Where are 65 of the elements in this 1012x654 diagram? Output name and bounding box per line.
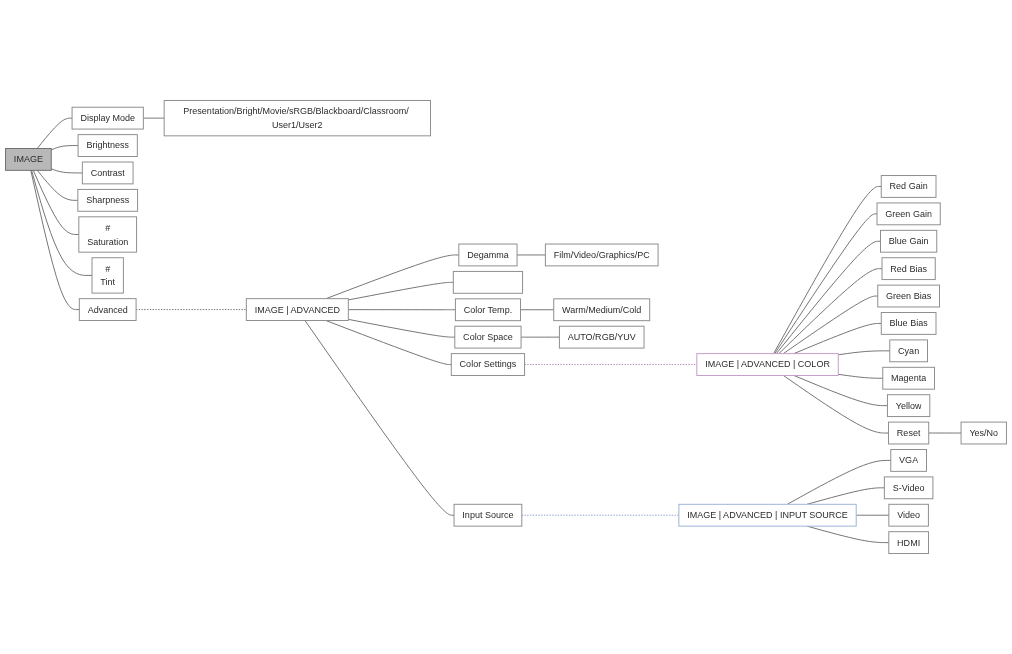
connector	[774, 213, 878, 355]
connector	[32, 169, 80, 235]
connector	[773, 186, 882, 355]
node-box: Color Temp.	[454, 298, 521, 322]
connector	[778, 268, 883, 355]
node-box: HDMI	[888, 531, 929, 555]
connector	[31, 169, 93, 276]
connector	[347, 309, 456, 311]
node-box: Display Mode	[71, 106, 144, 130]
node-box: Green Gain	[876, 202, 941, 226]
connector	[50, 168, 83, 174]
node-box: Video	[888, 503, 929, 527]
connector	[837, 373, 884, 379]
node-box: Color Space	[454, 325, 522, 349]
connector	[793, 375, 888, 407]
connector	[837, 350, 891, 356]
node-box: Reset	[888, 421, 930, 445]
connector	[347, 318, 456, 338]
connector	[524, 364, 698, 365]
node-box: VGA	[890, 449, 927, 472]
node-box: # Tint	[91, 257, 124, 294]
connector	[520, 309, 555, 311]
node-box: Yes/No	[960, 421, 1007, 445]
node-box: IMAGE	[5, 148, 52, 171]
connector	[30, 169, 80, 310]
connector	[50, 145, 79, 151]
connector	[786, 460, 892, 505]
connector	[782, 295, 879, 355]
node-box: # Saturation	[78, 216, 138, 253]
connector	[928, 432, 962, 434]
node-box: Yellow	[886, 394, 931, 418]
connector	[135, 309, 247, 310]
node-box: Film/Video/Graphics/PC	[544, 243, 659, 267]
node-box: Blue Gain	[880, 229, 938, 253]
connector	[520, 336, 560, 338]
connector	[782, 375, 889, 434]
node-box: AUTO/RGB/YUV	[558, 325, 645, 349]
node-box: IMAGE | ADVANCED | COLOR	[696, 353, 839, 376]
node-box: IMAGE | ADVANCED | INPUT SOURCE	[678, 503, 857, 527]
node-box	[452, 270, 524, 294]
node-box: Cyan	[889, 339, 928, 363]
node-box: Sharpness	[77, 188, 139, 212]
node-box: Magenta	[882, 366, 935, 390]
node-box: IMAGE | ADVANCED	[245, 298, 349, 321]
node-box: Advanced	[78, 298, 137, 321]
connector	[142, 117, 165, 119]
node-box: Red Bias	[881, 257, 936, 281]
connector	[855, 514, 890, 516]
node-box: Red Gain	[880, 175, 937, 198]
connector	[36, 169, 79, 201]
node-box: Input Source	[453, 503, 523, 527]
node-box: Contrast	[81, 161, 134, 185]
node-box: Blue Bias	[880, 312, 937, 335]
node-box: Color Settings	[450, 353, 526, 376]
node-box: Brightness	[77, 134, 138, 157]
connector	[516, 254, 546, 256]
node-box: Warm/Medium/Cold	[553, 298, 651, 322]
connector	[347, 281, 454, 301]
node-box: S-Video	[883, 476, 934, 500]
connector	[304, 320, 455, 516]
connector	[775, 240, 881, 355]
connector	[36, 117, 73, 149]
node-box: Degamma	[458, 243, 518, 267]
node-box: Presentation/Bright/Movie/sRGB/Blackboard/Classroom/ User1/User2	[163, 99, 431, 137]
node-box: Green Bias	[877, 284, 940, 308]
